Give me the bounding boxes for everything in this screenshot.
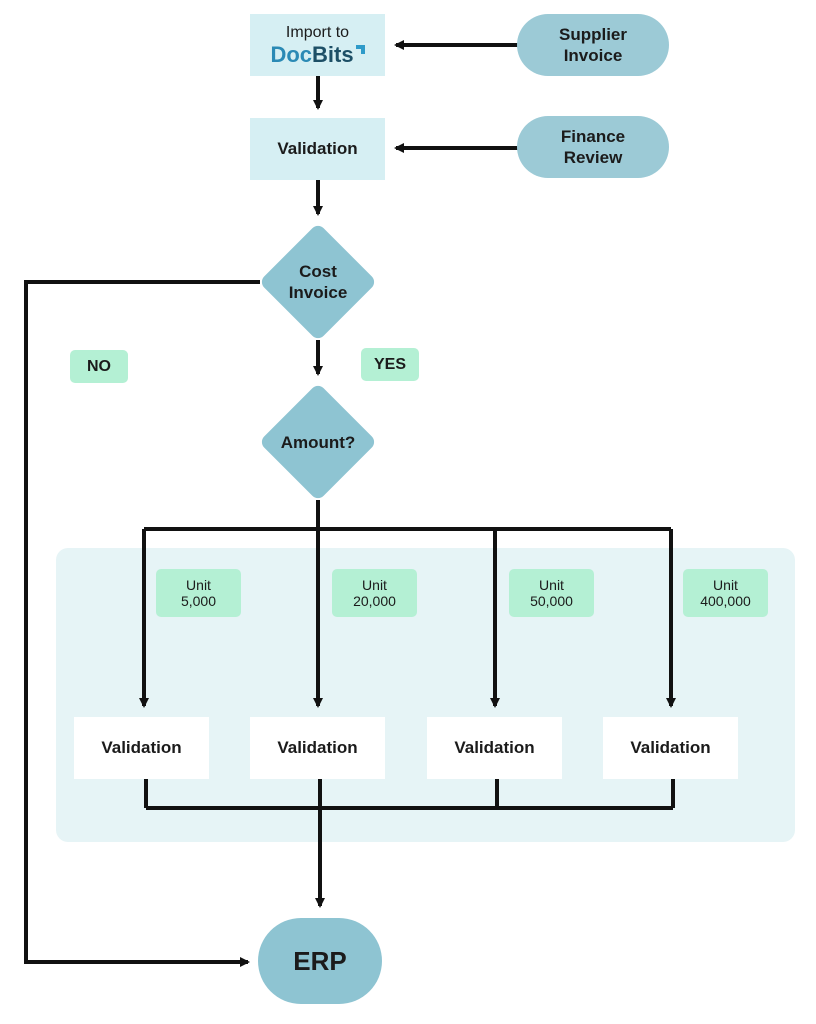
validation-box: Validation (250, 717, 385, 779)
cost-invoice-diamond (261, 225, 375, 339)
unit-tag-value: 20,000 (353, 593, 396, 609)
validation-box: Validation (427, 717, 562, 779)
unit-tag: Unit 400,000 (683, 569, 768, 617)
erp-node: ERP (258, 918, 382, 1004)
cost-invoice-label: Cost Invoice (268, 258, 368, 306)
cost-invoice-line1: Cost (299, 262, 337, 281)
finance-review-line1: Finance (560, 127, 626, 146)
cost-invoice-line2: Invoice (288, 283, 348, 302)
supplier-invoice-line2: Invoice (563, 46, 623, 65)
unit-tag-value: 5,000 (180, 593, 217, 609)
docbits-mark-icon (355, 45, 365, 54)
amount-label: Amount? (280, 432, 356, 452)
finance-review-node: Finance Review (517, 116, 669, 178)
logo-doc-text: Doc (270, 42, 312, 67)
unit-tag: Unit 5,000 (156, 569, 241, 617)
unit-tag-label: Unit (362, 577, 387, 593)
amount-diamond (261, 385, 375, 499)
logo-bits-text: Bits (312, 42, 354, 67)
arrow-no-to-erp (24, 280, 260, 967)
unit-tag: Unit 20,000 (332, 569, 417, 617)
unit-tag-label: Unit (539, 577, 564, 593)
supplier-invoice-node: Supplier Invoice (517, 14, 669, 76)
unit-tag: Unit 50,000 (509, 569, 594, 617)
validation-box: Validation (74, 717, 209, 779)
unit-tag-label: Unit (186, 577, 211, 593)
finance-review-line2: Review (563, 148, 623, 167)
validation-box: Validation (603, 717, 738, 779)
yes-tag: YES (361, 348, 419, 381)
validation-box-top: Validation (250, 118, 385, 180)
unit-tag-value: 400,000 (700, 593, 751, 609)
no-tag: NO (70, 350, 128, 383)
import-label: Import to (285, 24, 350, 41)
unit-tag-label: Unit (713, 577, 738, 593)
supplier-invoice-line1: Supplier (558, 25, 627, 44)
unit-tag-value: 50,000 (530, 593, 573, 609)
